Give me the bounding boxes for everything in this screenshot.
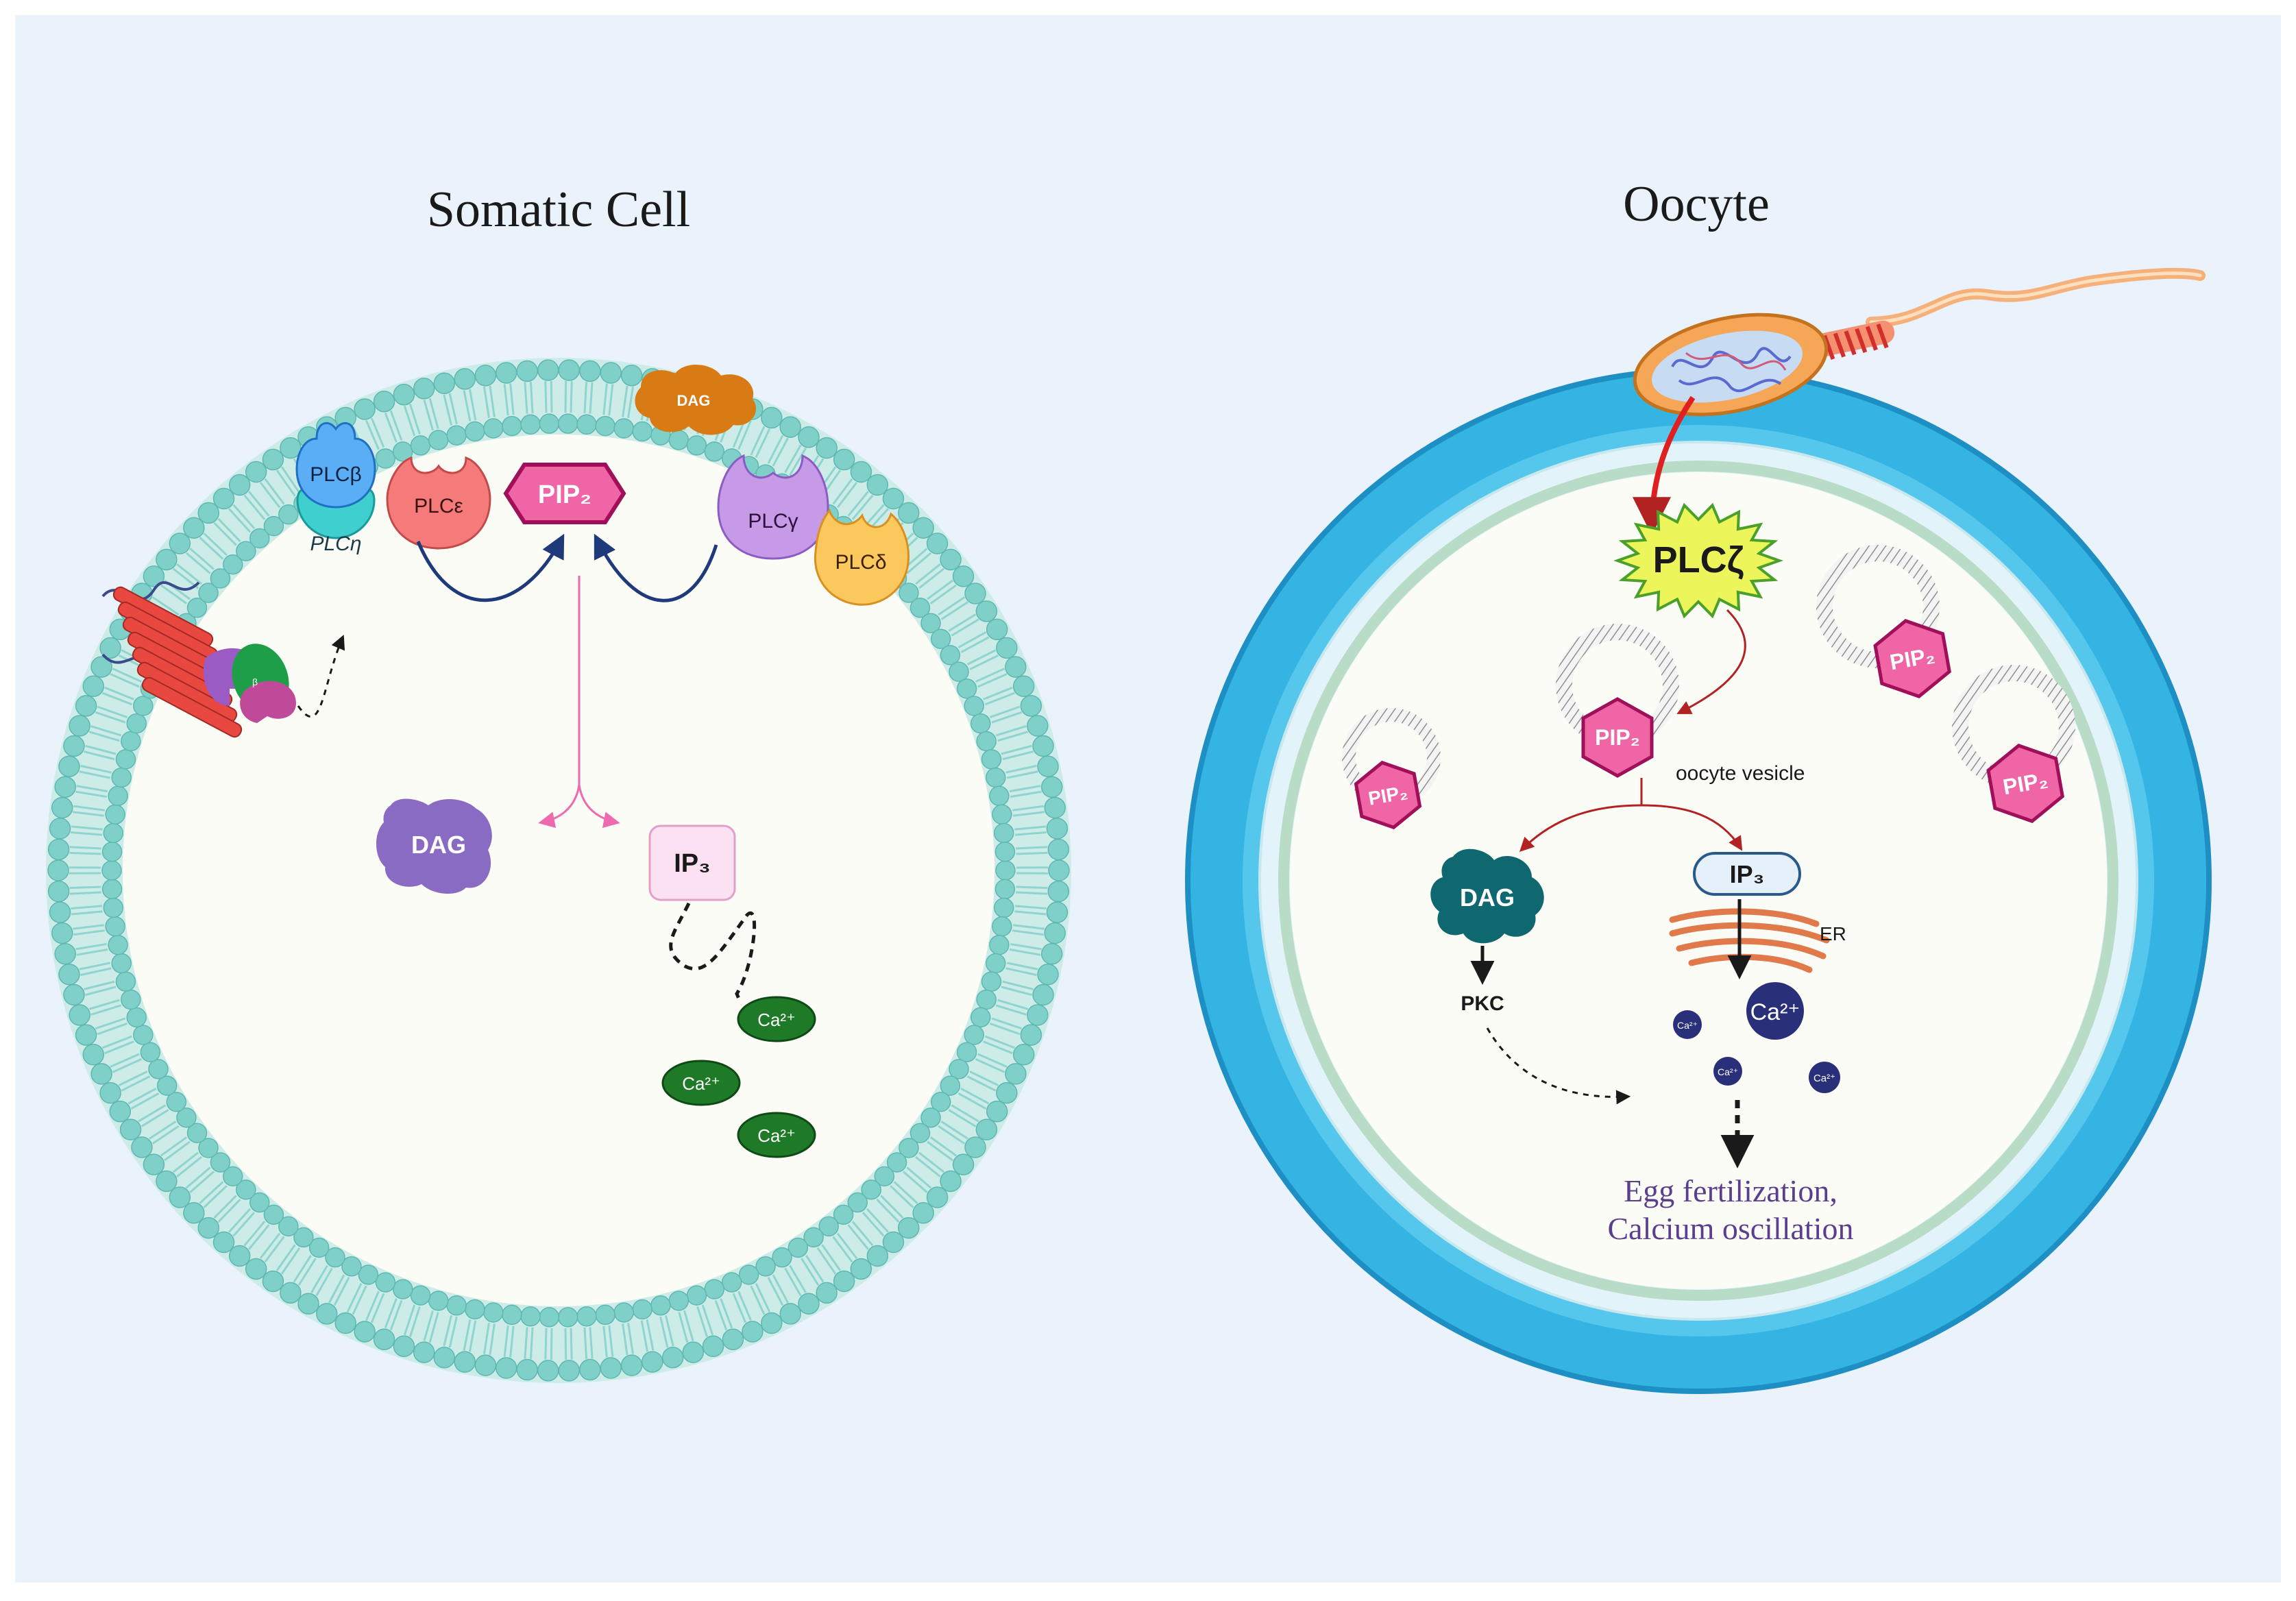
pip2-somatic: PIP₂ xyxy=(506,465,624,522)
svg-text:β: β xyxy=(252,676,258,687)
calcium-oocyte-small-1-label: Ca²⁺ xyxy=(1677,1020,1698,1031)
calcium-oocyte-main-label: Ca²⁺ xyxy=(1750,999,1800,1025)
oocyte-vesicle-label: oocyte vesicle xyxy=(1676,762,1805,785)
calcium-somatic-3: Ca²⁺ xyxy=(738,1113,815,1157)
membrane-dag-label: DAG xyxy=(677,392,711,409)
calcium-oocyte-small-3-label: Ca²⁺ xyxy=(1813,1073,1835,1084)
calcium-somatic-2-label: Ca²⁺ xyxy=(682,1073,720,1094)
pip2-somatic-label: PIP₂ xyxy=(538,480,591,509)
pip2-oocyte-center-label: PIP₂ xyxy=(1595,725,1640,750)
outcome-line-1: Egg fertilization, xyxy=(1624,1173,1837,1208)
ip3-oocyte: IP₃ xyxy=(1694,853,1800,894)
calcium-somatic-1: Ca²⁺ xyxy=(738,997,815,1041)
plc-epsilon: PLCε xyxy=(387,458,490,548)
pkc-label: PKC xyxy=(1461,992,1504,1015)
calcium-oocyte-small-1: Ca²⁺ xyxy=(1673,1010,1702,1039)
plc-delta-label: PLCδ xyxy=(835,551,886,574)
oocyte-title: Oocyte xyxy=(1623,176,1770,232)
dag-somatic-label: DAG xyxy=(411,831,466,859)
calcium-oocyte-main: Ca²⁺ xyxy=(1746,982,1804,1040)
calcium-somatic-2: Ca²⁺ xyxy=(663,1061,740,1105)
somatic-title: Somatic Cell xyxy=(427,182,690,238)
calcium-somatic-1-label: Ca²⁺ xyxy=(757,1010,796,1030)
calcium-somatic-3-label: Ca²⁺ xyxy=(757,1125,796,1146)
dag-somatic: DAG xyxy=(376,799,492,894)
ip3-somatic: IP₃ xyxy=(650,826,735,900)
pip2-oocyte-center: PIP₂ xyxy=(1583,699,1652,776)
ip3-oocyte-label: IP₃ xyxy=(1730,860,1765,888)
outcome-line-2: Calcium oscillation xyxy=(1608,1211,1854,1246)
plc-zeta-label: PLCζ xyxy=(1653,539,1744,580)
plc-delta: PLCδ xyxy=(815,511,908,604)
plc-gamma-label: PLCγ xyxy=(748,510,798,533)
calcium-oocyte-small-2: Ca²⁺ xyxy=(1713,1057,1742,1086)
dag-oocyte-label: DAG xyxy=(1460,883,1515,912)
ip3-somatic-label: IP₃ xyxy=(674,849,710,878)
plc-epsilon-label: PLCε xyxy=(414,495,463,517)
calcium-oocyte-small-2-label: Ca²⁺ xyxy=(1718,1066,1738,1077)
plc-beta-label: PLCβ xyxy=(310,463,362,486)
calcium-oocyte-small-3: Ca²⁺ xyxy=(1809,1062,1840,1093)
er-label: ER xyxy=(1820,923,1846,944)
plc-eta-label: PLCη xyxy=(310,533,361,555)
